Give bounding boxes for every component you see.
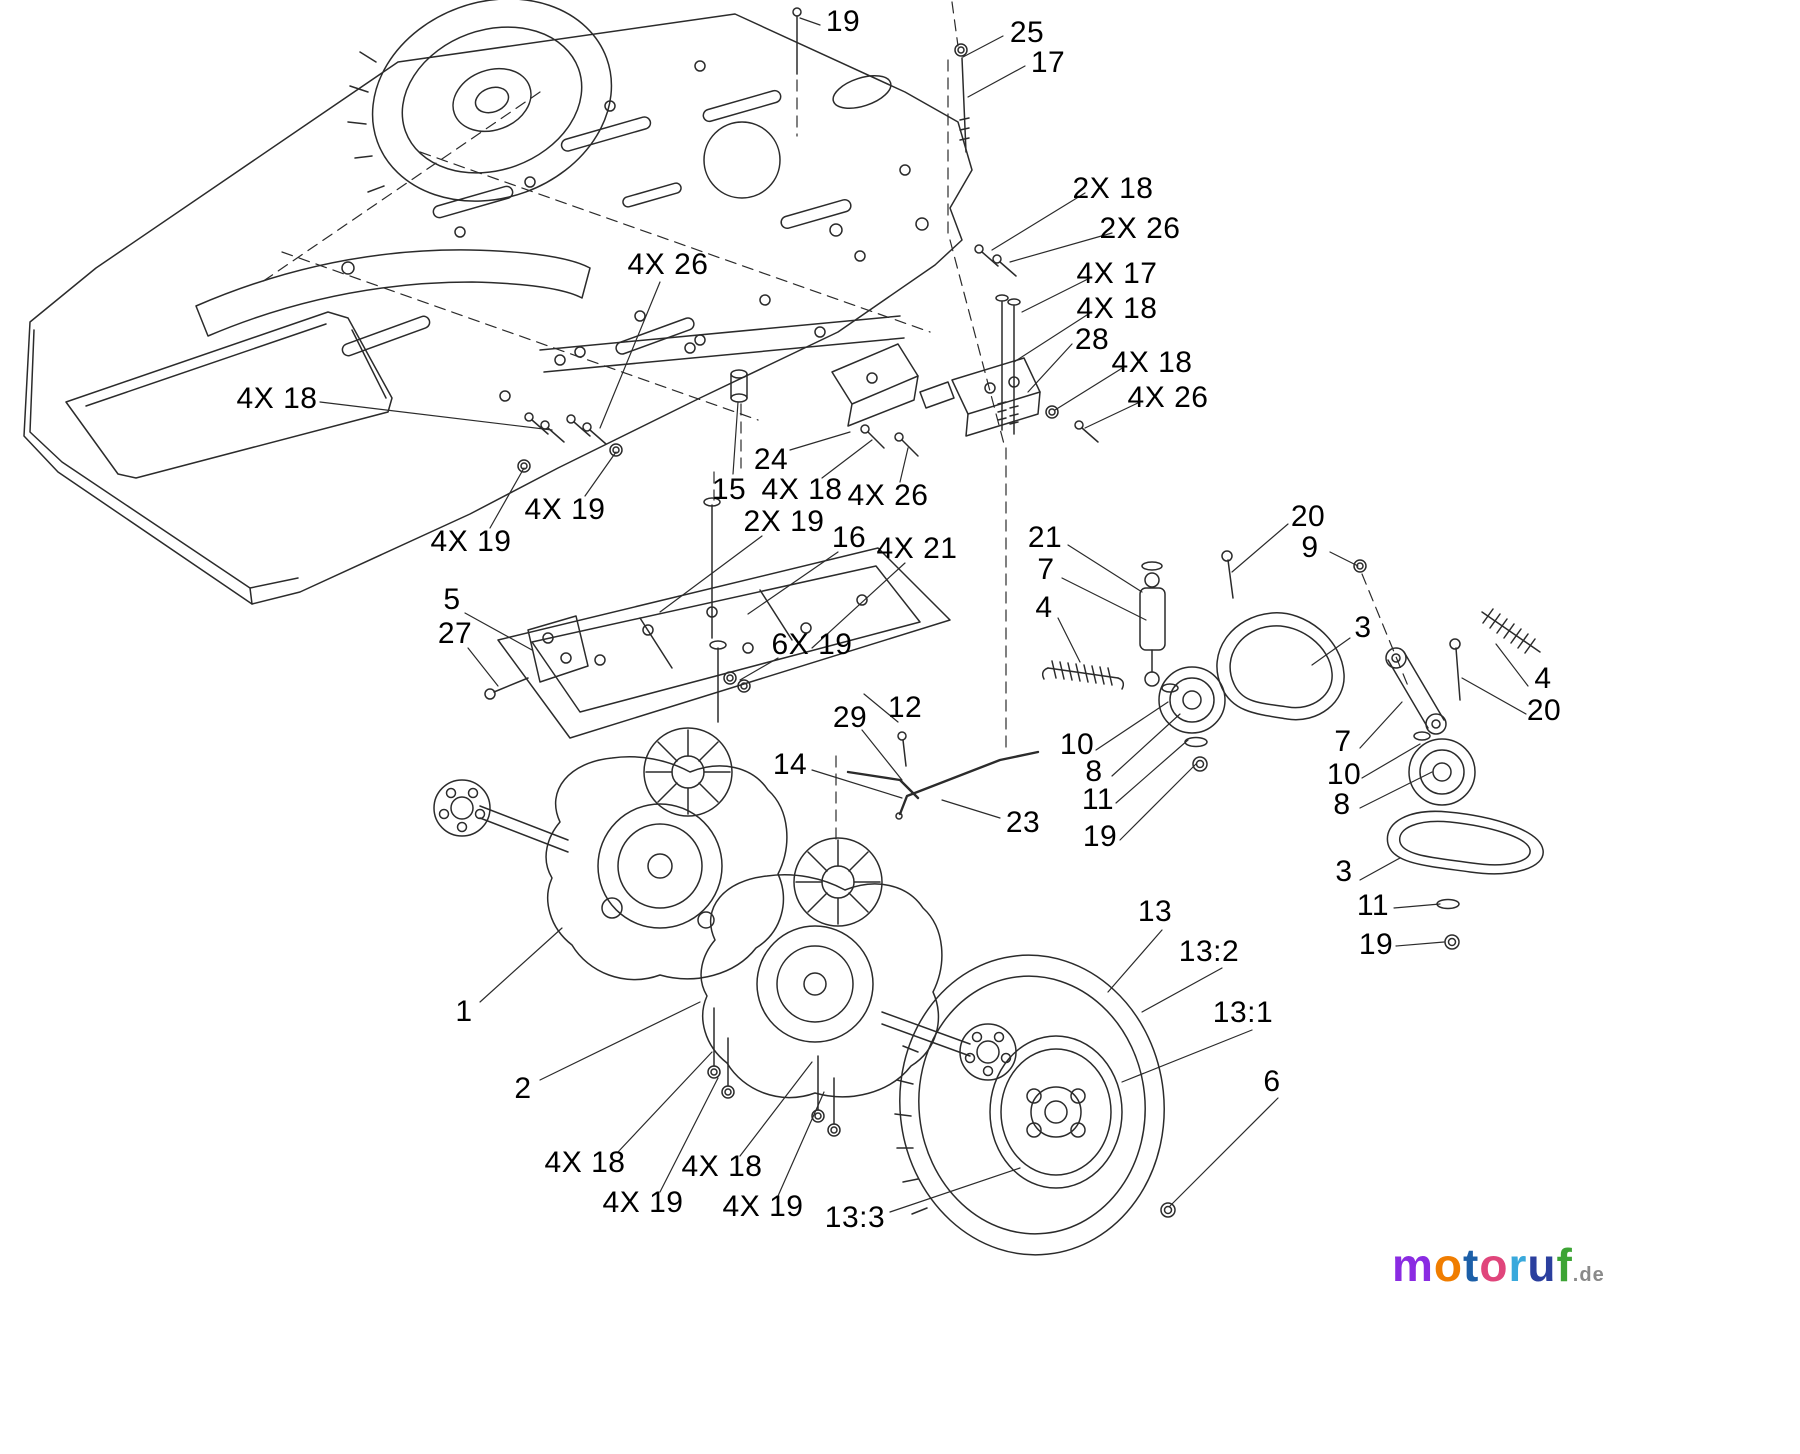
part-callout: 4	[1035, 591, 1053, 624]
logo-letter: o	[1433, 1239, 1464, 1291]
logo-letter: o	[1479, 1239, 1509, 1291]
part-callout: 3	[1354, 611, 1372, 644]
part-callout: 12	[887, 691, 923, 724]
part-callout: 3	[1335, 855, 1353, 888]
part-callout: 4X 19	[722, 1190, 804, 1223]
part-callout: 11	[1081, 783, 1115, 816]
part-callout: 13:2	[1178, 935, 1240, 968]
part-callout: 13	[1137, 895, 1173, 928]
logo-letter: f	[1556, 1239, 1573, 1291]
part-callout: 4X 18	[544, 1146, 626, 1179]
logo-letter: u	[1527, 1239, 1557, 1291]
part-callout: 5	[443, 583, 461, 616]
sub-frame-drawing	[484, 497, 951, 739]
idler-arm-drawing	[1221, 550, 1461, 735]
part-callout: 17	[1030, 46, 1066, 79]
part-callout: 1	[455, 995, 473, 1028]
part-callout: 6X 19	[771, 628, 853, 661]
part-callout: 4X 26	[1127, 381, 1209, 414]
upper-belt-drawing	[1216, 612, 1345, 721]
part-callout: 28	[1074, 323, 1110, 356]
part-callout: 6	[1263, 1065, 1281, 1098]
shock-absorber-drawing	[1139, 561, 1166, 687]
part-callout: 27	[437, 617, 473, 650]
part-callout: 19	[825, 5, 861, 38]
part-callout: 2X 26	[1099, 212, 1181, 245]
part-callout: 15	[711, 473, 747, 506]
part-callout: 4X 17	[1076, 257, 1158, 290]
part-callout: 19	[1358, 928, 1394, 961]
part-callout: 7	[1037, 553, 1055, 586]
part-callout: 14	[772, 748, 808, 781]
part-callout: 4X 18	[681, 1150, 763, 1183]
part-callout: 2X 18	[1072, 172, 1154, 205]
top-bolts-drawing	[792, 7, 970, 153]
logo-suffix: .de	[1572, 1264, 1605, 1286]
part-callout: 25	[1009, 16, 1045, 49]
part-callout: 2	[514, 1072, 532, 1105]
part-callout: 24	[753, 443, 789, 476]
part-callout: 20	[1526, 694, 1562, 727]
tension-spring-left-drawing	[1041, 660, 1125, 690]
part-callout: 8	[1085, 755, 1103, 788]
part-callout: 29	[832, 701, 868, 734]
part-callout: 4X 18	[236, 382, 318, 415]
part-callout: 4X 19	[602, 1186, 684, 1219]
bracket-cluster-drawing	[831, 244, 1099, 443]
lower-belt-drawing	[1386, 810, 1544, 875]
part-callout: 16	[831, 521, 867, 554]
part-callout: 4	[1534, 662, 1552, 695]
part-callout: 4X 19	[524, 493, 606, 526]
part-callout: 23	[1005, 806, 1041, 839]
part-callout: 4X 18	[1111, 346, 1193, 379]
idler-pulley-right-drawing	[1408, 731, 1476, 950]
part-callout: 19	[1082, 820, 1118, 853]
part-callout: 4X 26	[847, 479, 929, 512]
center-fasteners-drawing	[517, 369, 919, 693]
part-callout: 13:1	[1212, 996, 1274, 1029]
part-callout: 11	[1356, 889, 1390, 922]
part-callout: 8	[1333, 788, 1351, 821]
part-callout: 2X 19	[743, 505, 825, 538]
part-callout: 21	[1027, 521, 1063, 554]
leader-lines	[319, 17, 1529, 1213]
front-wheel-drawing	[347, 0, 613, 202]
logo-letter: m	[1392, 1239, 1434, 1291]
logo-letter: r	[1508, 1239, 1528, 1291]
logo-letters: motoruf	[1392, 1239, 1573, 1291]
part-callout: 4X 26	[627, 248, 709, 281]
alignment-lines	[713, 1, 1409, 847]
part-callout: 13:3	[824, 1201, 886, 1234]
right-transaxle-drawing	[700, 837, 1017, 1137]
motoruf-logo: motoruf.de	[1392, 1238, 1605, 1292]
chassis-drawing	[23, 13, 973, 605]
left-transaxle-drawing	[433, 727, 788, 981]
part-callout: 4X 21	[876, 532, 958, 565]
part-callout: 10	[1059, 728, 1095, 761]
part-callout: 10	[1326, 758, 1362, 791]
part-callout: 4X 19	[430, 525, 512, 558]
part-callout: 9	[1301, 531, 1319, 564]
control-rod-drawing	[846, 731, 1040, 820]
part-callout: 4X 18	[1076, 292, 1158, 325]
part-callout: 4X 18	[761, 473, 843, 506]
part-callout: 20	[1290, 500, 1326, 533]
tension-spring-right-drawing	[1481, 608, 1541, 654]
rear-tire-drawing	[894, 954, 1176, 1256]
part-callout: 7	[1334, 725, 1352, 758]
logo-letter: t	[1463, 1239, 1480, 1291]
